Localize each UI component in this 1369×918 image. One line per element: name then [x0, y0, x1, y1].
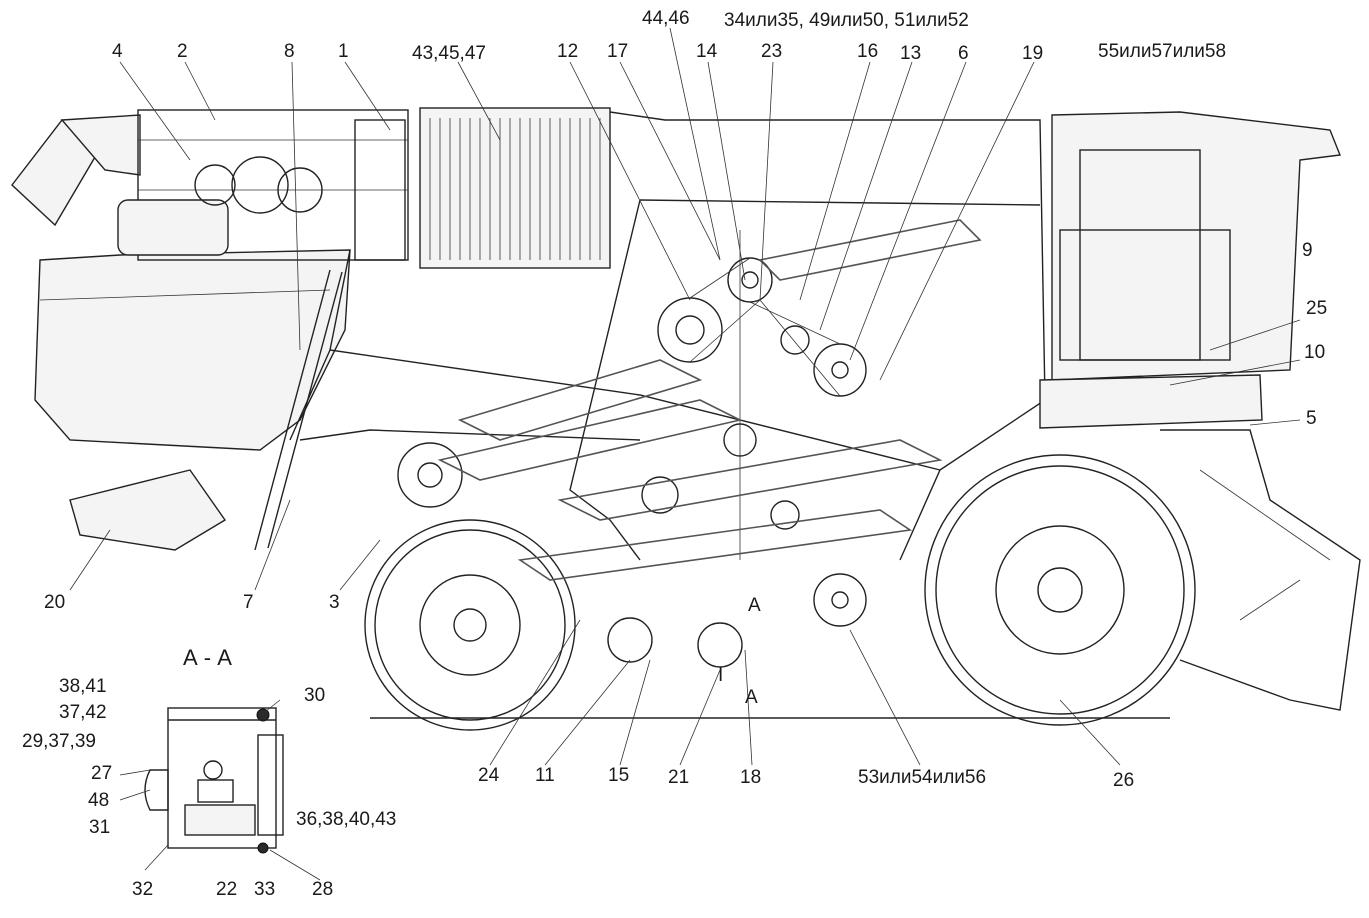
- callout-7: 7: [243, 592, 254, 613]
- callout-6: 6: [958, 43, 969, 64]
- callout-19: 19: [1022, 43, 1044, 64]
- section-mark-bottom: А: [745, 687, 758, 708]
- callout-33: 33: [254, 879, 276, 900]
- callout-13: 13: [900, 43, 922, 64]
- callout-20: 20: [44, 592, 66, 613]
- section-mark-top: А: [748, 595, 761, 616]
- callout-5: 5: [1306, 408, 1317, 429]
- callout-4: 4: [112, 41, 123, 62]
- callout-16: 16: [857, 41, 879, 62]
- callout-34-35-49-50-51-52: 34или35, 49или50, 51или52: [724, 10, 969, 31]
- callout-30: 30: [304, 685, 326, 706]
- feeder-house: [1160, 429, 1361, 711]
- callout-27: 27: [91, 763, 113, 784]
- main-body: [254, 111, 1046, 561]
- callout-23: 23: [761, 41, 783, 62]
- leader-lines: [69, 27, 1301, 881]
- rear-wheel: [924, 454, 1196, 726]
- callout-53-54-56: 53или54или56: [858, 767, 987, 788]
- section-roman: I: [718, 665, 724, 686]
- operator-cab: [1039, 111, 1341, 429]
- callout-25: 25: [1306, 298, 1328, 319]
- callout-37-42: 37,42: [59, 702, 107, 723]
- callout-10: 10: [1304, 342, 1326, 363]
- callout-44-46: 44,46: [642, 8, 690, 29]
- watermark-logo: [437, 219, 982, 581]
- callout-12: 12: [557, 41, 579, 62]
- callout-22: 22: [216, 879, 238, 900]
- callout-2: 2: [177, 41, 188, 62]
- callout-24: 24: [478, 765, 500, 786]
- callout-21: 21: [668, 767, 690, 788]
- callout-48: 48: [88, 790, 110, 811]
- belt-drives: [397, 230, 867, 668]
- callout-29-37-39: 29,37,39: [22, 731, 96, 752]
- engine-compartment: [117, 109, 409, 261]
- callout-11: 11: [535, 765, 555, 786]
- callout-55-57-58: 55или57или58: [1098, 41, 1227, 62]
- callout-8: 8: [284, 41, 295, 62]
- unloading-auger: [11, 114, 141, 227]
- callout-3: 3: [329, 592, 340, 613]
- callout-43-45-47: 43,45,47: [412, 43, 486, 64]
- callout-31: 31: [89, 817, 111, 838]
- callout-38-41: 38,41: [59, 676, 107, 697]
- front-wheel: [364, 519, 576, 731]
- callout-15: 15: [608, 765, 630, 786]
- callout-36-38-40-43: 36,38,40,43: [296, 809, 397, 830]
- radiator: [419, 107, 611, 269]
- callout-18: 18: [740, 767, 762, 788]
- callout-26: 26: [1113, 770, 1135, 791]
- section-title: А - А: [183, 645, 232, 670]
- callout-14: 14: [696, 41, 718, 62]
- callout-32: 32: [132, 879, 154, 900]
- callout-1: 1: [338, 41, 349, 62]
- section-a-a-detail: [144, 707, 284, 854]
- callout-9: 9: [1302, 240, 1313, 261]
- callout-28: 28: [312, 879, 334, 900]
- callout-17: 17: [607, 41, 629, 62]
- rear-linkage: [69, 469, 227, 551]
